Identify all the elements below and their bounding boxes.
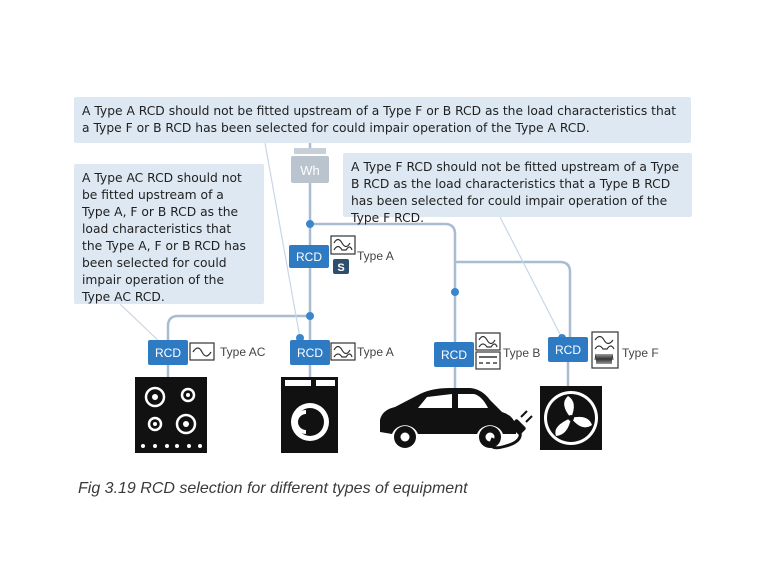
note-type-a: A Type A RCD should not be fitted upstre…: [74, 97, 691, 143]
rcd-fan: RCD Type F: [548, 331, 659, 369]
rcd-main-type: Type A: [357, 249, 394, 263]
rcd-washer: RCD Type A: [290, 340, 394, 365]
note-pointers: [119, 142, 563, 346]
selective-badge: [333, 259, 349, 274]
rcd-main: RCD S Type A: [289, 235, 394, 274]
rcd-main-label: RCD: [296, 250, 322, 264]
svg-text:Type F: Type F: [622, 346, 659, 360]
wiring: [166, 143, 572, 392]
note-type-f: A Type F RCD should not be fitted upstre…: [343, 153, 692, 225]
rcd-hob: RCD Type AC: [148, 340, 266, 365]
figure-caption: Fig 3.19 RCD selection for different typ…: [78, 480, 468, 497]
washing-machine-icon: [281, 377, 338, 453]
dc-icon: [475, 351, 501, 370]
svg-text:RCD: RCD: [441, 348, 467, 362]
svg-text:RCD: RCD: [555, 343, 581, 357]
electric-car-icon: [380, 388, 533, 450]
svg-text:Type AC: Type AC: [220, 345, 266, 359]
svg-text:Type A: Type A: [357, 345, 394, 359]
svg-text:Type B: Type B: [503, 346, 540, 360]
meter-label: Wh: [300, 163, 320, 178]
meter: Wh: [291, 148, 329, 183]
svg-text:RCD: RCD: [155, 346, 181, 360]
rcd-car: RCD Type B: [434, 332, 540, 370]
fan-icon: [540, 386, 602, 450]
svg-text:RCD: RCD: [297, 346, 323, 360]
note-type-ac: A Type AC RCD should not be fitted upstr…: [74, 164, 264, 304]
hob-icon: [135, 377, 207, 453]
svg-text:S: S: [337, 262, 344, 274]
